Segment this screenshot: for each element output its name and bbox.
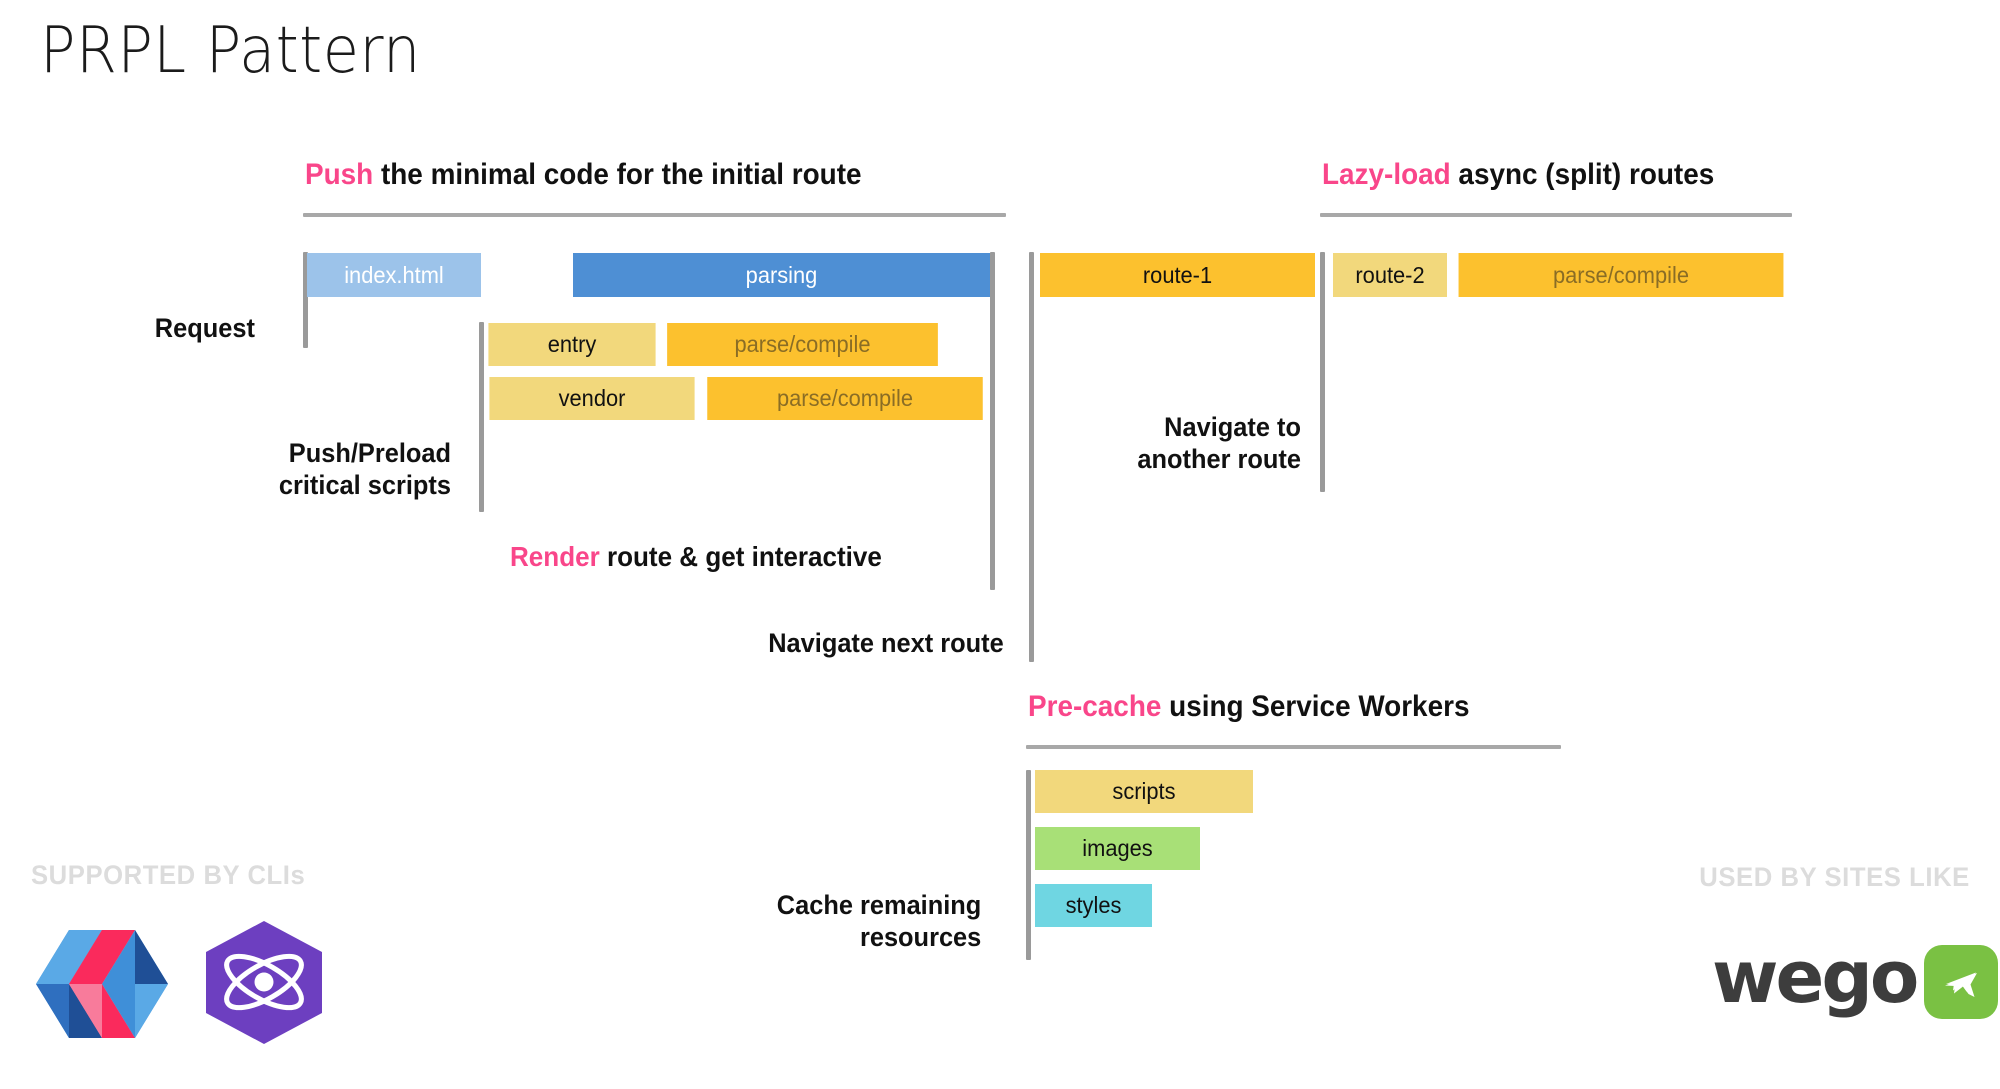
bar-route-2: route-2 parse/compile: [1330, 253, 1792, 297]
row-label-cache-remaining: Cache remaining resources: [776, 890, 982, 952]
bar-route-1: route-1: [1040, 253, 1315, 297]
supported-by-clis-caption: SUPPORTED BY CLIs: [31, 860, 306, 890]
precache-section-heading: Pre-cache using Service Workers: [1028, 690, 1469, 724]
bar-segment-label-route-1: route-1: [1142, 261, 1213, 288]
bar-styles: styles: [1035, 884, 1152, 927]
navigate-next-connector-line: [1029, 252, 1034, 662]
preact-logo: [200, 920, 328, 1045]
row-label-navigate-next: Navigate next route: [768, 628, 1004, 658]
precache-heading-highlight: Pre-cache: [1028, 690, 1162, 723]
push-section-heading: Push the minimal code for the initial ro…: [305, 158, 862, 192]
row-label-request: Request: [154, 313, 255, 343]
precache-heading-rest: using Service Workers: [1161, 690, 1470, 723]
lazy-heading-rest: async (split) routes: [1450, 158, 1715, 191]
bar-segment-label-entry: entry: [488, 323, 656, 366]
bar-segment-label-vendor-parse: parse/compile: [707, 377, 983, 420]
bar-scripts: scripts: [1035, 770, 1253, 813]
used-by-sites-like-caption: USED BY SITES LIKE: [1699, 862, 1970, 892]
wego-wordmark: wego: [1712, 935, 1919, 1019]
bar-index-html: index.html: [307, 253, 481, 297]
push-heading-highlight: Push: [305, 158, 374, 191]
bar-entry: entry parse/compile: [484, 323, 945, 366]
bar-segment-label-styles: styles: [1065, 892, 1122, 918]
cache-remaining-connector-line: [1026, 770, 1031, 960]
wego-plane-badge: [1924, 945, 1999, 1019]
lazy-section-heading: Lazy-load async (split) routes: [1322, 158, 1714, 192]
push-heading-rest: the minimal code for the initial route: [373, 158, 862, 191]
request-connector-line: [303, 252, 308, 348]
wego-logo: wego: [1712, 935, 1999, 1019]
bar-images: images: [1035, 827, 1200, 870]
bar-segment-label-vendor: vendor: [489, 377, 695, 420]
row-label-push-preload: Push/Preload critical scripts: [278, 438, 451, 500]
render-connector-line: [990, 252, 995, 590]
push-section-rule: [303, 213, 1006, 217]
render-label-rest: route & get interactive: [599, 541, 882, 572]
lazy-heading-highlight: Lazy-load: [1322, 158, 1451, 191]
bar-segment-label-images: images: [1082, 835, 1153, 861]
airplane-icon: [1945, 972, 1978, 997]
render-label: Render route & get interactive: [510, 541, 882, 573]
navigate-another-connector-line: [1320, 252, 1325, 492]
render-label-highlight: Render: [510, 541, 600, 572]
bar-segment-label-parsing: parsing: [745, 261, 818, 288]
lazy-section-rule: [1320, 213, 1792, 217]
bar-parsing: parsing: [573, 253, 990, 297]
bar-segment-label-route-2: route-2: [1333, 253, 1447, 297]
push-preload-connector-line: [479, 322, 484, 512]
bar-segment-label-index-html: index.html: [344, 261, 444, 288]
row-label-navigate-another: Navigate to another route: [1137, 412, 1301, 474]
bar-segment-label-entry-parse: parse/compile: [667, 323, 938, 366]
bar-vendor: vendor parse/compile: [484, 377, 990, 420]
bar-segment-label-scripts: scripts: [1112, 778, 1176, 804]
bar-segment-label-route-2-parse: parse/compile: [1458, 253, 1784, 297]
polymer-logo: [36, 930, 168, 1038]
precache-section-rule: [1026, 745, 1561, 749]
page-title: PRPL Pattern: [40, 14, 421, 88]
